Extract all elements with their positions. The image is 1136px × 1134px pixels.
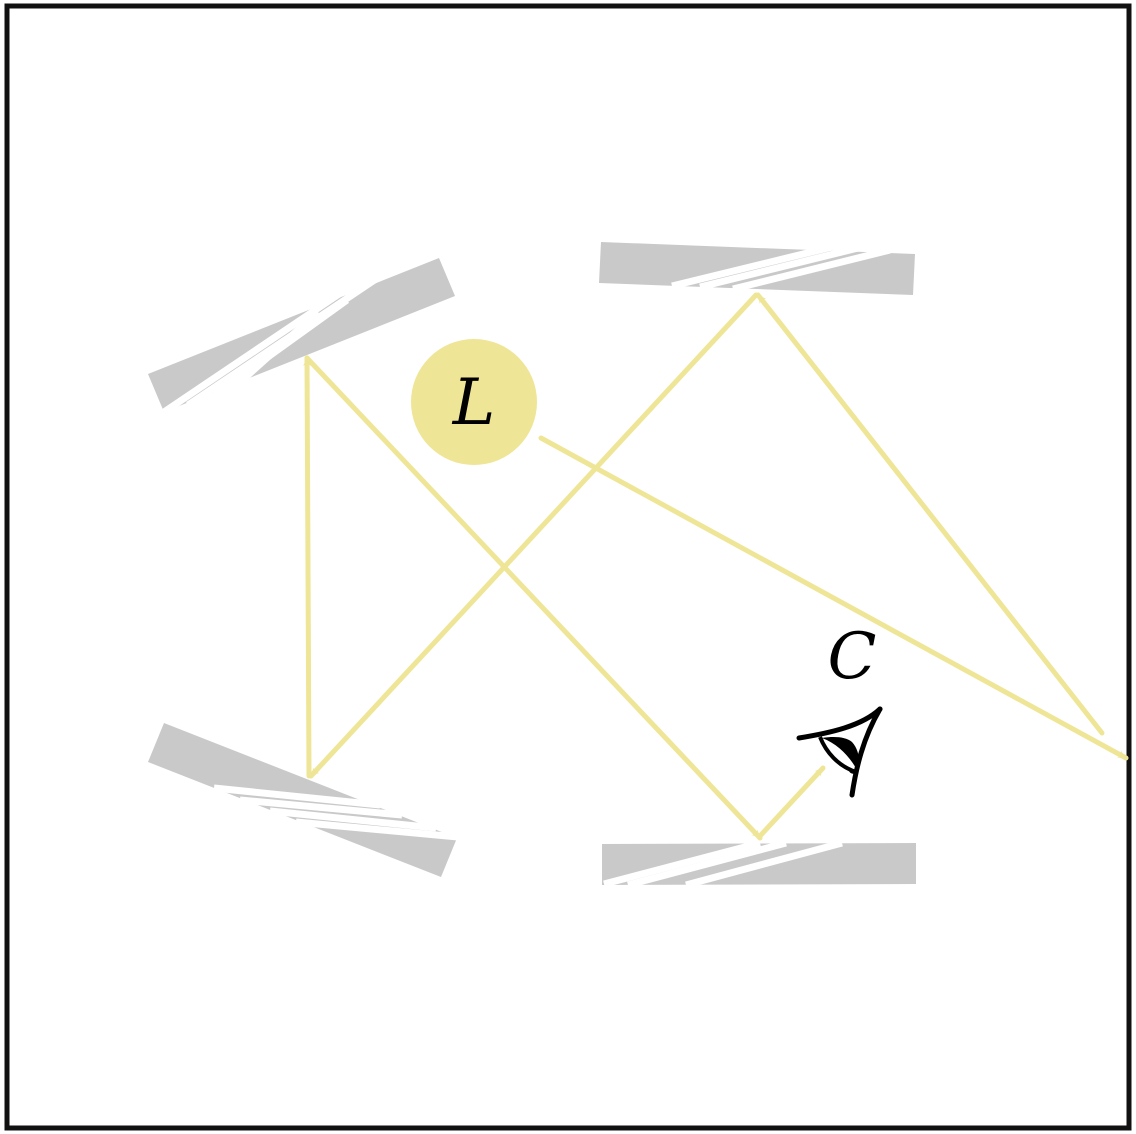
eye-icon <box>796 706 883 798</box>
camera-path <box>303 355 826 841</box>
ray-segment-6 <box>757 765 826 839</box>
ray-segment-3 <box>308 292 759 779</box>
surface-top-left <box>148 258 455 415</box>
surface-top-right <box>599 242 915 295</box>
light-source: L <box>411 339 537 465</box>
light-label: L <box>452 366 496 440</box>
light-path <box>308 292 1129 779</box>
ray-segment-5 <box>304 355 763 841</box>
surface-bottom-left <box>148 723 459 877</box>
camera: C <box>796 620 883 798</box>
ray-segment-4 <box>303 355 312 779</box>
surface-bottom-right <box>602 839 916 889</box>
camera-label: C <box>828 620 877 694</box>
light-source-circle <box>411 339 537 465</box>
ray-segment-2 <box>755 292 1105 736</box>
diagram-frame <box>4 3 1132 1131</box>
ray-segment-1 <box>538 435 1129 761</box>
